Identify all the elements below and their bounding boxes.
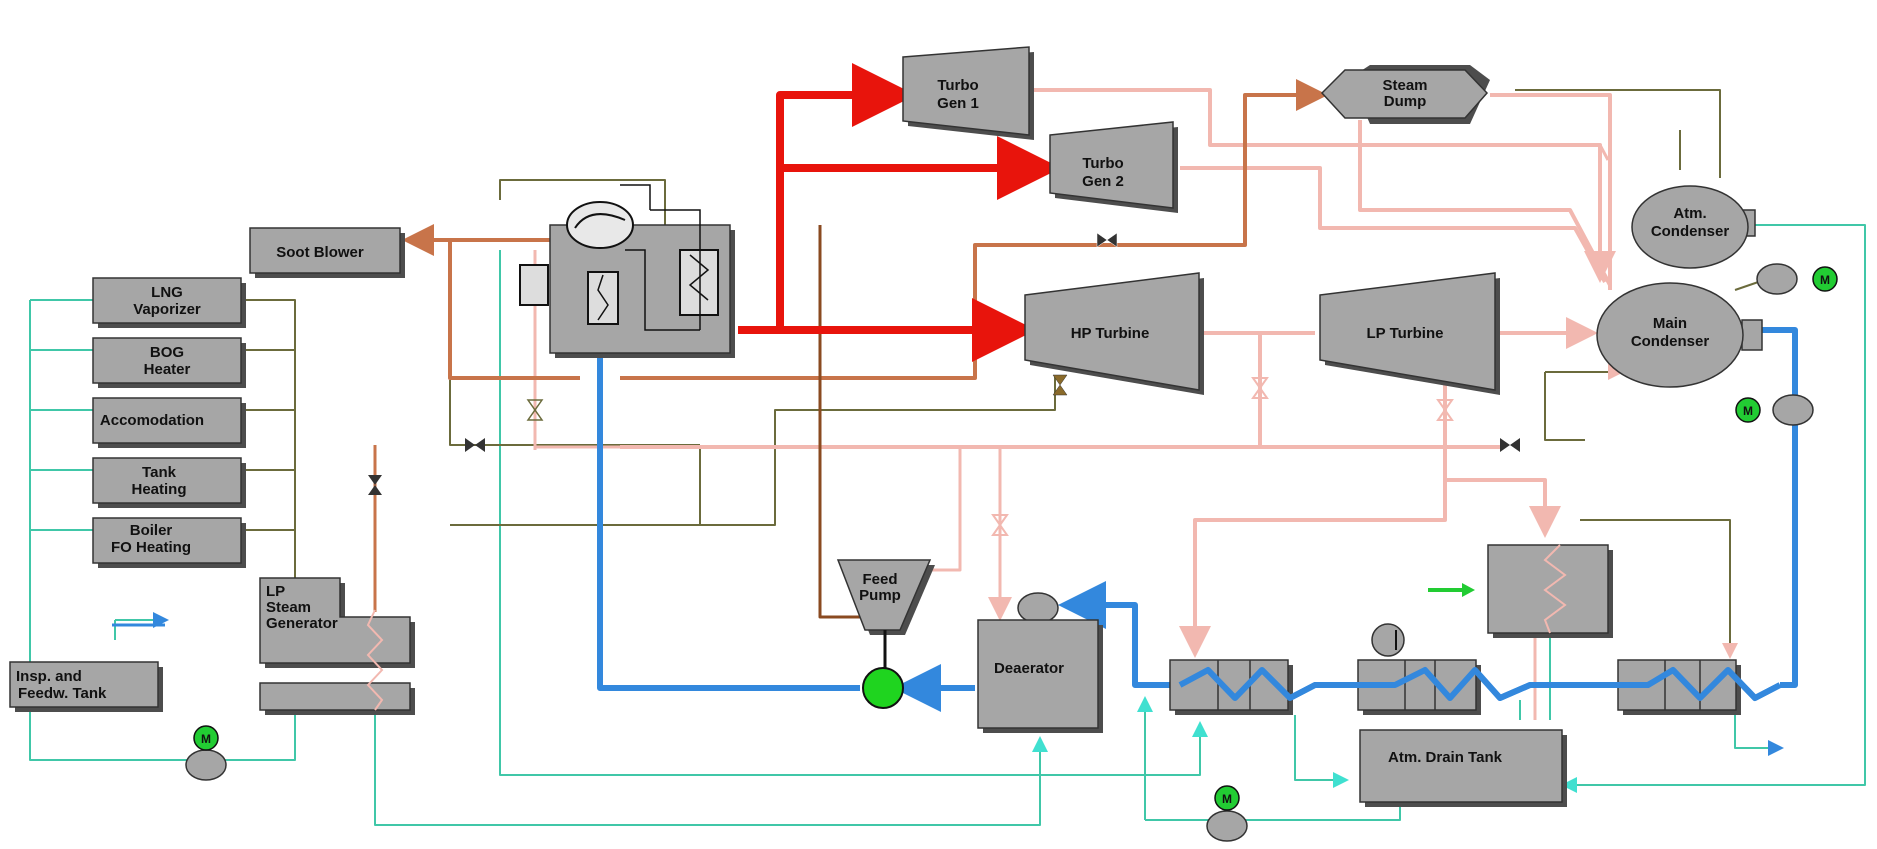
gland-exhaust-box[interactable] [1487, 544, 1613, 638]
valve-icon[interactable] [1251, 377, 1269, 399]
accomodation[interactable]: Accomodation [92, 397, 246, 448]
main-steam-pipes [738, 63, 1061, 362]
deaerator-label: Deaerator [994, 660, 1064, 677]
lp-turbine[interactable]: LP Turbine [1319, 272, 1500, 395]
aux-steam-pipes [373, 95, 1320, 619]
boiler-icon[interactable] [519, 184, 735, 358]
exhaust-steam-pipes [533, 88, 1610, 720]
valve-icon[interactable] [991, 514, 1009, 536]
motor-label: M [1222, 792, 1232, 806]
motor-icon[interactable]: M [1756, 263, 1838, 295]
motor-icon[interactable]: M [185, 725, 227, 781]
atm-condenser-label: Atm.Condenser [1651, 205, 1730, 240]
heat-exchanger-icon[interactable] [1169, 659, 1293, 715]
accomodation-label: Accomodation [100, 412, 204, 429]
motor-label: M [1743, 404, 1753, 418]
atm-drain-tank[interactable]: Atm. Drain Tank [1359, 729, 1567, 807]
hp-turbine[interactable]: HP Turbine [1024, 272, 1204, 395]
motor-icon[interactable]: M [1735, 394, 1814, 426]
atm-condenser[interactable]: Atm.Condenser [1631, 185, 1756, 269]
soot-blower[interactable]: Soot Blower [249, 227, 405, 278]
motor-icon[interactable]: M [1206, 785, 1248, 842]
lp-turbine-label: LP Turbine [1367, 325, 1444, 342]
soot-blower-label: Soot Blower [276, 244, 364, 261]
drain-pipes [29, 224, 1866, 826]
hp-turbine-label: HP Turbine [1071, 325, 1150, 342]
valve-icon[interactable] [1052, 374, 1068, 396]
valve-icon[interactable] [1096, 232, 1118, 248]
valve-icon[interactable] [1436, 399, 1454, 421]
valve-icon[interactable] [1500, 438, 1520, 452]
motor-label: M [1820, 273, 1830, 287]
low-pressure-pipes [245, 89, 1771, 659]
valve-icon[interactable] [368, 475, 382, 495]
valve-icon[interactable] [465, 438, 485, 452]
valve-icon[interactable] [526, 399, 544, 421]
deaerator[interactable]: Deaerator [977, 592, 1103, 733]
motor-label: M [201, 732, 211, 746]
atm-drain-tank-label: Atm. Drain Tank [1388, 749, 1503, 766]
arrow-icon [1428, 583, 1475, 597]
valves [368, 232, 1520, 536]
pump-icon[interactable] [862, 667, 904, 709]
